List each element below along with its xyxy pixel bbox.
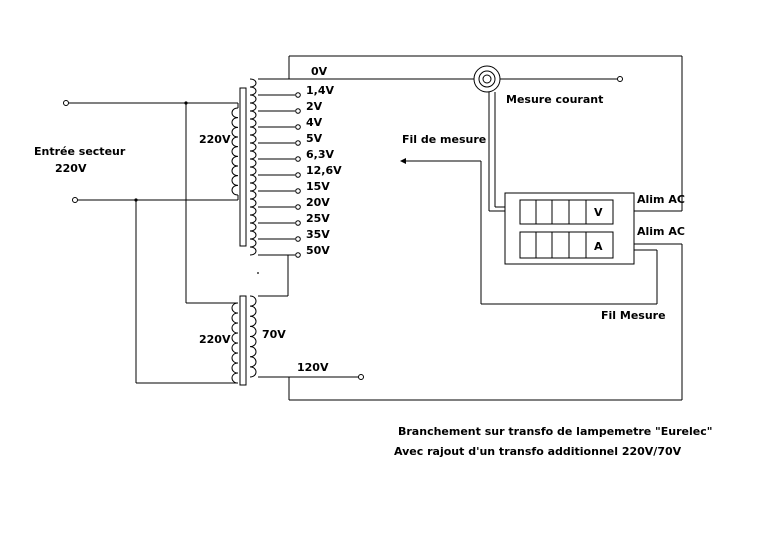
main-transformer-core [239, 87, 247, 247]
input-label: Entrée secteur [34, 145, 126, 158]
add-secondary-coil [249, 295, 257, 378]
meter-box [504, 192, 635, 265]
tap-terminal [295, 172, 301, 178]
tap-terminal [295, 188, 301, 194]
input-voltage-label: 220V [55, 162, 87, 175]
terminal-120v [358, 374, 364, 380]
tap-terminal [295, 204, 301, 210]
caption-line-1: Branchement sur transfo de lampemetre "E… [398, 425, 713, 438]
tap-label: 4V [306, 116, 323, 129]
main-secondary-coil [249, 78, 257, 256]
tap-label: 50V [306, 244, 330, 257]
input-terminal-bottom [72, 197, 78, 203]
tap-terminal [295, 92, 301, 98]
ammeter-display [519, 231, 614, 259]
voltmeter-unit: V [594, 206, 603, 219]
tap-label: 0V [311, 65, 328, 78]
mains-input: Entrée secteur 220V [34, 100, 238, 203]
measuring-wire: Fil de mesure Fil Mesure [400, 133, 666, 322]
current-sensor-core [482, 74, 492, 84]
tap-terminal [295, 220, 301, 226]
arrow-left-icon [400, 158, 406, 164]
tap-label: 20V [306, 196, 330, 209]
secondary-taps: 0V 1,4V 2V 4V 5V 6,3V 12,6V 15V 20V 25V 35V 50V [258, 65, 342, 258]
tap-terminal [295, 156, 301, 162]
outer-wiring [288, 55, 683, 401]
add-primary-coil [231, 302, 239, 384]
current-sensor-ring-outer [473, 65, 501, 93]
output-120v-label: 120V [297, 361, 329, 374]
voltmeter-display [519, 199, 614, 225]
tap-label: 25V [306, 212, 330, 225]
add-secondary-label: 70V [262, 328, 286, 341]
tap-label: 1,4V [306, 84, 334, 97]
tap-terminal [295, 252, 301, 258]
additional-transformer: 220V 70V 120V [135, 103, 364, 386]
tap-label: 6,3V [306, 148, 334, 161]
main-primary-label: 220V [199, 133, 231, 146]
main-primary-coil [231, 107, 239, 196]
ammeter-unit: A [594, 240, 603, 253]
fil-mesure-label: Fil Mesure [601, 309, 666, 322]
tap-label: 35V [306, 228, 330, 241]
current-sensor-label: Mesure courant [506, 93, 603, 106]
add-primary-label: 220V [199, 333, 231, 346]
tap-terminal [295, 140, 301, 146]
tap-label: 15V [306, 180, 330, 193]
add-transformer-core [239, 295, 247, 386]
tap-label: 2V [306, 100, 323, 113]
alim-ac-label-2: Alim AC [637, 225, 685, 238]
stray-dot [257, 272, 259, 274]
tap-label: 12,6V [306, 164, 342, 177]
caption-line-2: Avec rajout d'un transfo additionnel 220… [394, 445, 682, 458]
current-sensor-ring-inner [478, 70, 496, 88]
terminal-0v-out [617, 76, 623, 82]
input-terminal-top [63, 100, 69, 106]
current-sensor: Mesure courant [473, 65, 603, 212]
tap-terminal [295, 124, 301, 130]
tap-terminal [295, 108, 301, 114]
fil-de-mesure-label: Fil de mesure [402, 133, 486, 146]
alim-ac-label-1: Alim AC [637, 193, 685, 206]
panel-meter: V A Alim AC Alim AC [504, 192, 685, 265]
tap-label: 5V [306, 132, 323, 145]
tap-terminal [295, 236, 301, 242]
main-transformer: 220V 0V 1,4V 2V 4V 5V 6,3V 12,6V 15V 20V 25V 35V 50… [199, 65, 342, 274]
